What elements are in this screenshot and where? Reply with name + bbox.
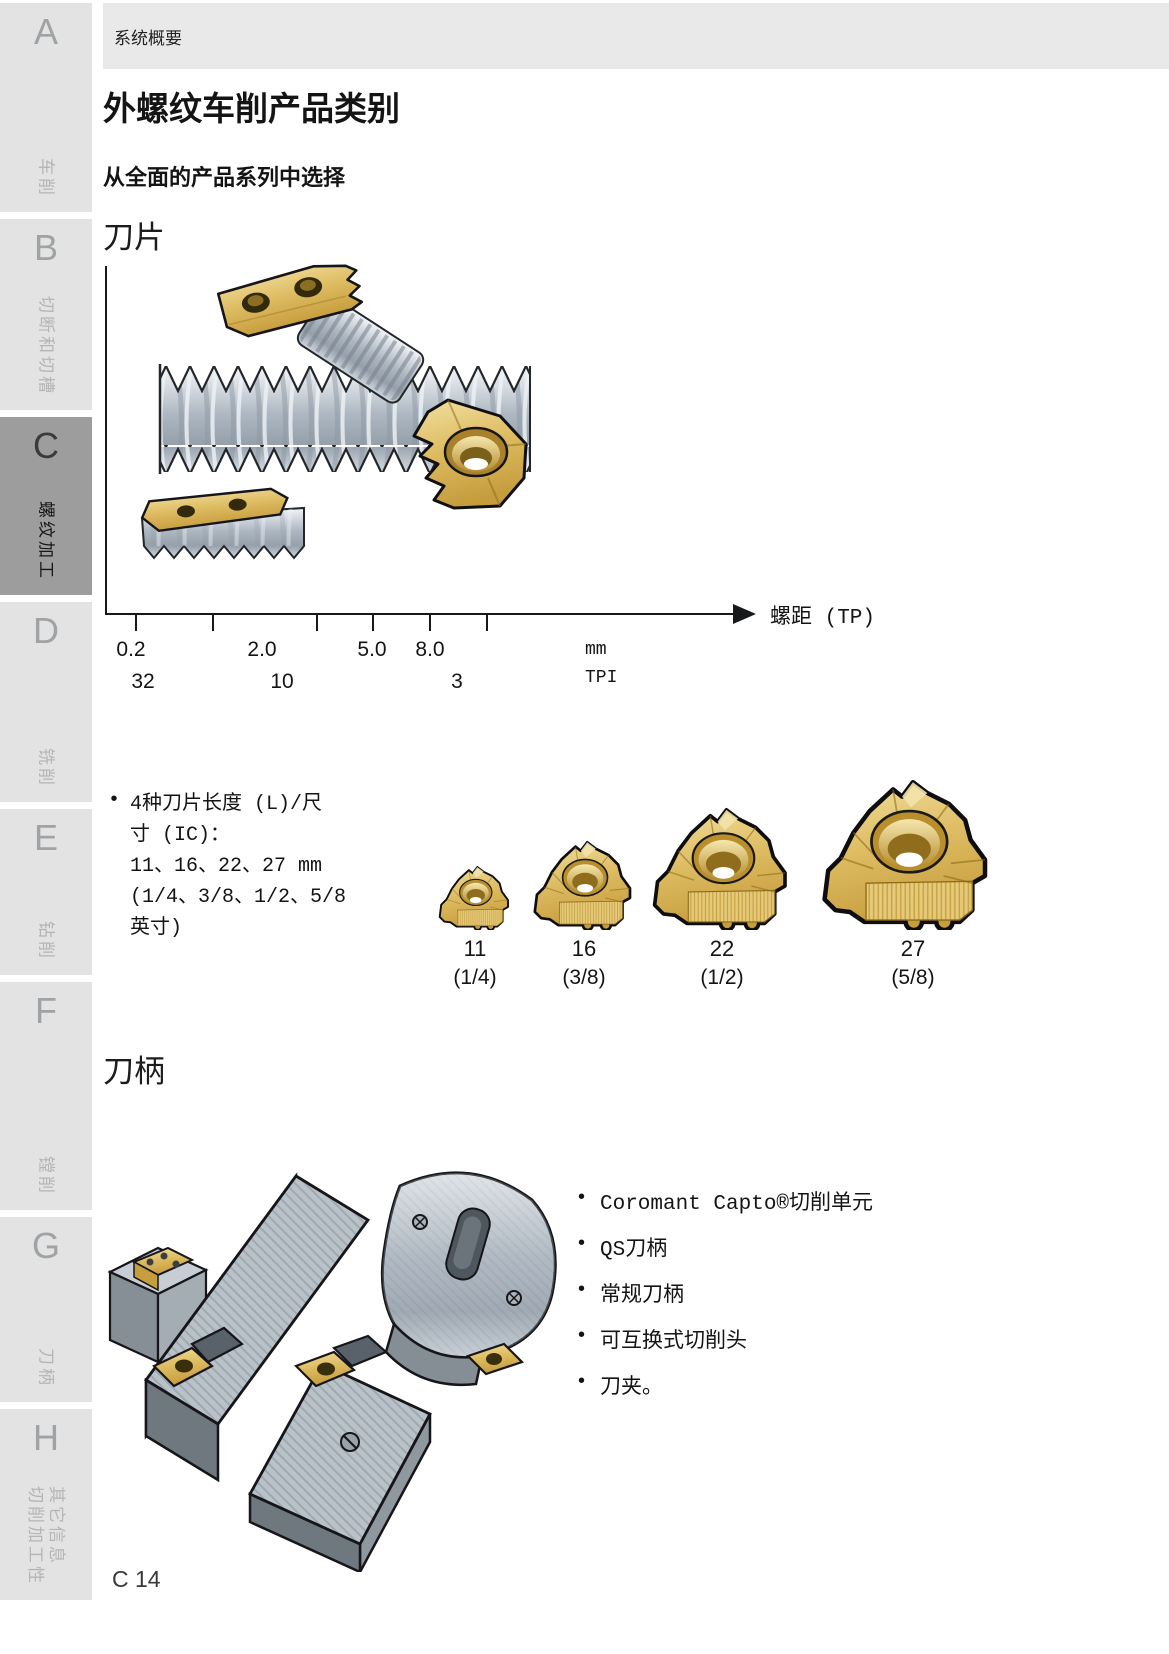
mm-unit-label: mm — [585, 640, 607, 660]
header-bar: 系统概要 — [103, 3, 1169, 69]
mm-tick-label: 2.0 — [247, 638, 277, 661]
insert-size-22-image — [648, 804, 796, 930]
insert-size-inch: (3/8) — [562, 966, 606, 989]
breadcrumb: 系统概要 — [114, 31, 182, 50]
bullet-marker: • — [108, 789, 121, 812]
toolholder-bullet-cartridges: 刀夹。 — [600, 1377, 663, 1400]
axis-tick — [429, 615, 431, 631]
tpi-tick-label: 10 — [270, 670, 294, 693]
toolholder-bullet-capto: Coromant Capto®切削单元 — [600, 1193, 874, 1216]
tab-letter: D — [33, 610, 59, 651]
pitch-axis-arrowhead — [733, 604, 756, 624]
insert-size-mm: 16 — [571, 936, 597, 961]
tab-letter: H — [33, 1417, 59, 1458]
pitch-axis-line — [105, 613, 733, 615]
bullet-marker: • — [578, 1278, 586, 1300]
tab-label: 铣削 — [36, 748, 56, 788]
tab-label: 切断和切槽 — [36, 296, 56, 396]
tab-label: 刀柄 — [36, 1348, 56, 1388]
bullet-marker: • — [578, 1370, 586, 1392]
axis-tick — [135, 615, 137, 631]
toolholders-illustration — [107, 1171, 557, 1572]
axis-tick — [316, 615, 318, 631]
tab-label: 钻削 — [36, 921, 56, 961]
toolholder-bullet-qs: QS刀柄 — [600, 1239, 668, 1262]
bullet-marker: • — [578, 1324, 586, 1346]
sidebar-tab-c-threading-active[interactable]: C 螺纹加工 — [0, 417, 92, 595]
tab-label: 螺纹加工 — [36, 501, 56, 581]
insert-lengths-bullet: 4种刀片长度 (L)/尺 寸 (IC)： 11、16、22、27 mm (1/4… — [130, 793, 347, 940]
insert-size-mm: 11 — [463, 936, 487, 961]
tab-letter: G — [31, 1225, 60, 1266]
page-subtitle: 从全面的产品系列中选择 — [103, 165, 346, 190]
sidebar-tab-h-machinability-info[interactable]: H 切削加工性 其它信息 — [0, 1409, 92, 1600]
toolholders-heading: 刀柄 — [103, 1054, 165, 1089]
page-number: C 14 — [112, 1566, 161, 1592]
tab-label: 镗削 — [36, 1156, 56, 1196]
insert-size-16-image — [530, 838, 638, 930]
tab-letter: F — [35, 990, 57, 1031]
sidebar-tab-d-milling[interactable]: D 铣削 — [0, 602, 92, 802]
insert-size-11-image — [436, 864, 514, 930]
tab-label: 车削 — [36, 158, 56, 198]
tpi-unit-label: TPI — [585, 668, 618, 688]
bullet-marker: • — [578, 1232, 586, 1254]
sidebar-tab-f-boring[interactable]: F 镗削 — [0, 982, 92, 1210]
tab-letter: B — [33, 227, 58, 268]
sidebar-tab-a-turning[interactable]: A 车削 — [0, 3, 92, 212]
mm-tick-label: 8.0 — [415, 638, 445, 661]
axis-tick — [212, 615, 214, 631]
tab-label: 切削加工性 其它信息 — [26, 1486, 66, 1586]
tab-letter: A — [33, 11, 58, 52]
tpi-tick-label: 32 — [131, 670, 155, 693]
insert-size-inch: (1/2) — [700, 966, 744, 989]
tab-letter: C — [33, 425, 59, 466]
pitch-axis-vertical-line — [105, 266, 107, 614]
thread-turning-illustration — [140, 264, 531, 560]
sidebar-tab-g-toolholders[interactable]: G 刀柄 — [0, 1217, 92, 1402]
insert-size-mm: 27 — [900, 936, 926, 961]
sidebar-tab-b-parting-grooving[interactable]: B 切断和切槽 — [0, 219, 92, 410]
page-title: 外螺纹车削产品类别 — [103, 90, 400, 127]
tab-letter: E — [33, 817, 58, 858]
sidebar-tab-e-drilling[interactable]: E 钻削 — [0, 809, 92, 975]
inserts-heading: 刀片 — [103, 220, 165, 255]
insert-size-inch: (1/4) — [453, 966, 497, 989]
insert-size-inch: (5/8) — [891, 966, 935, 989]
insert-size-27-image — [815, 775, 1000, 930]
bullet-marker: • — [578, 1186, 586, 1208]
pitch-axis-title: 螺距 (TP) — [770, 607, 876, 630]
toolholder-bullet-conventional: 常规刀柄 — [600, 1285, 684, 1308]
toolholder-bullet-exchangeable-heads: 可互换式切削头 — [600, 1331, 747, 1354]
axis-tick — [372, 615, 374, 631]
tpi-tick-label: 3 — [451, 670, 463, 693]
mm-tick-label: 5.0 — [357, 638, 387, 661]
mm-tick-label: 0.2 — [116, 638, 146, 661]
insert-size-mm: 22 — [709, 936, 735, 961]
axis-tick — [486, 615, 488, 631]
